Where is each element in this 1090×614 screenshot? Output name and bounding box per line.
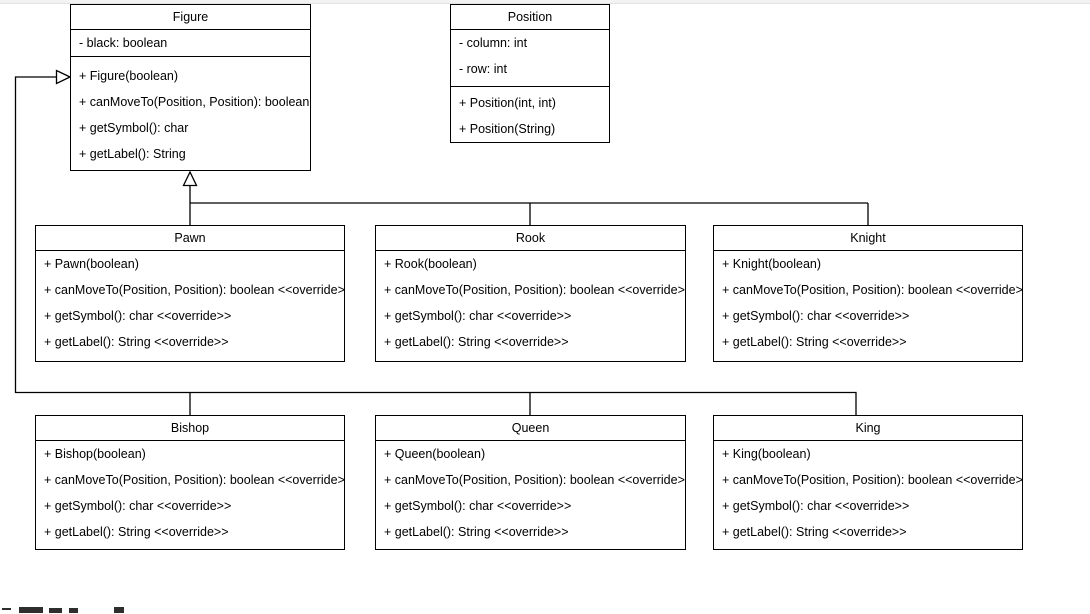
queen-method-constructor: + Queen(boolean) bbox=[384, 447, 486, 461]
class-title-figure: Figure bbox=[71, 5, 310, 30]
pawn-method-canmoveto: + canMoveTo(Position, Position): boolean… bbox=[44, 283, 344, 297]
class-title-queen: Queen bbox=[376, 416, 685, 441]
position-attribute-column: - column: int bbox=[459, 36, 528, 50]
figure-method-canmoveto: + canMoveTo(Position, Position): boolean bbox=[79, 95, 310, 109]
window-edge-strip bbox=[0, 0, 1090, 4]
class-box-pawn: Pawn + Pawn(boolean) + canMoveTo(Positio… bbox=[35, 225, 345, 362]
pawn-method-constructor: + Pawn(boolean) bbox=[44, 257, 139, 271]
rook-method-canmoveto: + canMoveTo(Position, Position): boolean… bbox=[384, 283, 685, 297]
rook-method-getlabel: + getLabel(): String <<override>> bbox=[384, 335, 569, 349]
king-method-getlabel: + getLabel(): String <<override>> bbox=[722, 525, 907, 539]
clipped-letter-top bbox=[114, 607, 124, 613]
position-attribute-row: - row: int bbox=[459, 62, 507, 76]
clipped-text-fragment bbox=[2, 607, 132, 614]
knight-method-getlabel: + getLabel(): String <<override>> bbox=[722, 335, 907, 349]
bishop-method-getsymbol: + getSymbol(): char <<override>> bbox=[44, 499, 232, 513]
class-box-queen: Queen + Queen(boolean) + canMoveTo(Posit… bbox=[375, 415, 686, 550]
rook-method-constructor: + Rook(boolean) bbox=[384, 257, 477, 271]
position-method-constructor-string: + Position(String) bbox=[459, 122, 556, 136]
clipped-letter-top bbox=[19, 607, 43, 613]
knight-method-constructor: + Knight(boolean) bbox=[722, 257, 822, 271]
figure-method-getlabel: + getLabel(): String bbox=[79, 147, 186, 161]
knight-method-getsymbol: + getSymbol(): char <<override>> bbox=[722, 309, 910, 323]
king-method-getsymbol: + getSymbol(): char <<override>> bbox=[722, 499, 910, 513]
queen-method-getlabel: + getLabel(): String <<override>> bbox=[384, 525, 569, 539]
queen-method-getsymbol: + getSymbol(): char <<override>> bbox=[384, 499, 572, 513]
class-box-rook: Rook + Rook(boolean) + canMoveTo(Positio… bbox=[375, 225, 686, 362]
class-title-bishop: Bishop bbox=[36, 416, 344, 441]
inheritance-arrowhead-up bbox=[182, 170, 198, 187]
class-title-rook: Rook bbox=[376, 226, 685, 251]
class-box-bishop: Bishop + Bishop(boolean) + canMoveTo(Pos… bbox=[35, 415, 345, 550]
clipped-letter-top bbox=[2, 608, 11, 610]
bishop-method-canmoveto: + canMoveTo(Position, Position): boolean… bbox=[44, 473, 344, 487]
inheritance-connector-top bbox=[189, 185, 869, 225]
clipped-letter-top bbox=[69, 608, 78, 613]
pawn-method-getlabel: + getLabel(): String <<override>> bbox=[44, 335, 229, 349]
class-box-position: Position - column: int - row: int + Posi… bbox=[450, 4, 610, 143]
class-title-knight: Knight bbox=[714, 226, 1022, 251]
figure-method-constructor: + Figure(boolean) bbox=[79, 69, 179, 83]
king-method-canmoveto: + canMoveTo(Position, Position): boolean… bbox=[722, 473, 1022, 487]
rook-method-getsymbol: + getSymbol(): char <<override>> bbox=[384, 309, 572, 323]
inheritance-arrowhead-right bbox=[55, 69, 72, 85]
figure-method-getsymbol: + getSymbol(): char bbox=[79, 121, 189, 135]
class-title-king: King bbox=[714, 416, 1022, 441]
class-box-figure: Figure - black: boolean + Figure(boolean… bbox=[70, 4, 311, 171]
position-method-constructor-ints: + Position(int, int) bbox=[459, 96, 556, 110]
knight-method-canmoveto: + canMoveTo(Position, Position): boolean… bbox=[722, 283, 1022, 297]
class-box-knight: Knight + Knight(boolean) + canMoveTo(Pos… bbox=[713, 225, 1023, 362]
king-method-constructor: + King(boolean) bbox=[722, 447, 811, 461]
class-box-king: King + King(boolean) + canMoveTo(Positio… bbox=[713, 415, 1023, 550]
pawn-method-getsymbol: + getSymbol(): char <<override>> bbox=[44, 309, 232, 323]
inheritance-connector-left bbox=[14, 76, 857, 415]
clipped-letter-top bbox=[49, 608, 62, 613]
figure-attribute-black: - black: boolean bbox=[79, 36, 168, 50]
class-title-pawn: Pawn bbox=[36, 226, 344, 251]
queen-method-canmoveto: + canMoveTo(Position, Position): boolean… bbox=[384, 473, 685, 487]
bishop-method-getlabel: + getLabel(): String <<override>> bbox=[44, 525, 229, 539]
bishop-method-constructor: + Bishop(boolean) bbox=[44, 447, 146, 461]
class-title-position: Position bbox=[451, 5, 609, 30]
